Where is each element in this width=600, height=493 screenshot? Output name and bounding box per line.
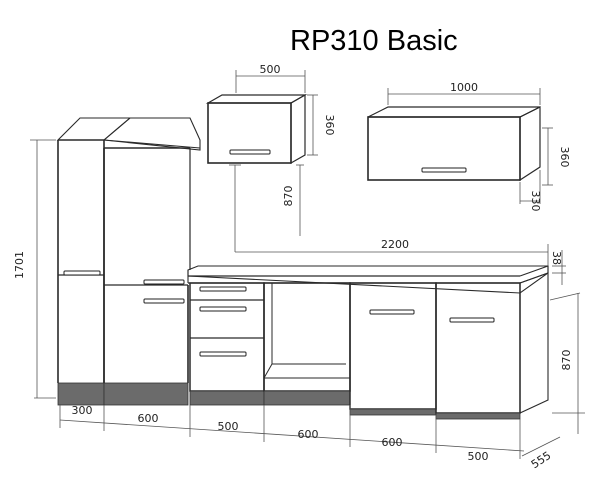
bottom-width-label: 300 xyxy=(72,404,93,417)
base-cabinet-right xyxy=(435,272,549,420)
plinth xyxy=(57,382,105,406)
cabinet-handle xyxy=(143,298,185,304)
svg-text:2200: 2200 xyxy=(381,238,409,251)
dim-tall-height: 1701 xyxy=(13,139,56,399)
svg-text:870: 870 xyxy=(282,186,295,207)
bottom-width-labels: 300 600 500 600 600 500 xyxy=(72,404,489,463)
dim-upper-right-height: 360 xyxy=(542,127,571,186)
svg-text:330: 330 xyxy=(529,191,542,212)
dim-upper-right-width: 1000 xyxy=(387,81,541,105)
svg-text:360: 360 xyxy=(323,115,336,136)
drawer-unit xyxy=(189,282,265,406)
bottom-dimension-line xyxy=(59,405,525,459)
plinth xyxy=(103,382,189,406)
tall-cabinet-left xyxy=(56,117,132,406)
cabinet-handle xyxy=(369,309,415,315)
svg-text:500: 500 xyxy=(260,63,281,76)
cabinet-handle xyxy=(143,279,185,285)
plinth xyxy=(263,390,351,406)
cabinet-handle xyxy=(229,149,271,155)
svg-text:555: 555 xyxy=(529,449,554,471)
drawer-handle xyxy=(199,286,247,292)
dim-base-height: 870 xyxy=(549,292,585,434)
drawer-handle xyxy=(199,306,247,312)
cabinet-handle xyxy=(63,270,101,276)
bottom-width-label: 500 xyxy=(468,450,489,463)
plinth xyxy=(189,390,265,406)
oven-niche xyxy=(263,282,351,406)
cabinet-handle xyxy=(421,167,467,173)
drawer-handle xyxy=(199,351,247,357)
dim-upper-mount-height: 870 xyxy=(229,164,304,252)
bottom-width-label: 600 xyxy=(138,412,159,425)
sink-cabinet xyxy=(349,282,437,416)
plinth xyxy=(349,408,437,416)
diagram-title: RP310 Basic xyxy=(290,25,458,57)
dim-upper-left-height: 360 xyxy=(307,94,336,156)
dim-base-depth: 555 xyxy=(521,436,561,471)
svg-text:38: 38 xyxy=(550,251,563,265)
dim-upper-left-width: 500 xyxy=(235,63,306,93)
bottom-width-label: 500 xyxy=(218,420,239,433)
svg-text:870: 870 xyxy=(560,350,573,371)
upper-right-cabinet xyxy=(367,106,541,182)
svg-text:1000: 1000 xyxy=(450,81,478,94)
upper-left-cabinet xyxy=(205,93,308,165)
plinth xyxy=(435,412,521,420)
svg-text:360: 360 xyxy=(558,147,571,168)
dim-counter-thickness: 38 xyxy=(550,250,566,285)
bottom-width-label: 600 xyxy=(298,428,319,441)
dim-counter-length: 2200 xyxy=(235,238,549,268)
svg-text:1701: 1701 xyxy=(13,251,26,279)
dim-upper-right-depth: 330 xyxy=(519,170,542,212)
bottom-width-label: 600 xyxy=(382,436,403,449)
cabinet-handle xyxy=(449,317,495,323)
tall-cabinet-right xyxy=(102,117,201,406)
